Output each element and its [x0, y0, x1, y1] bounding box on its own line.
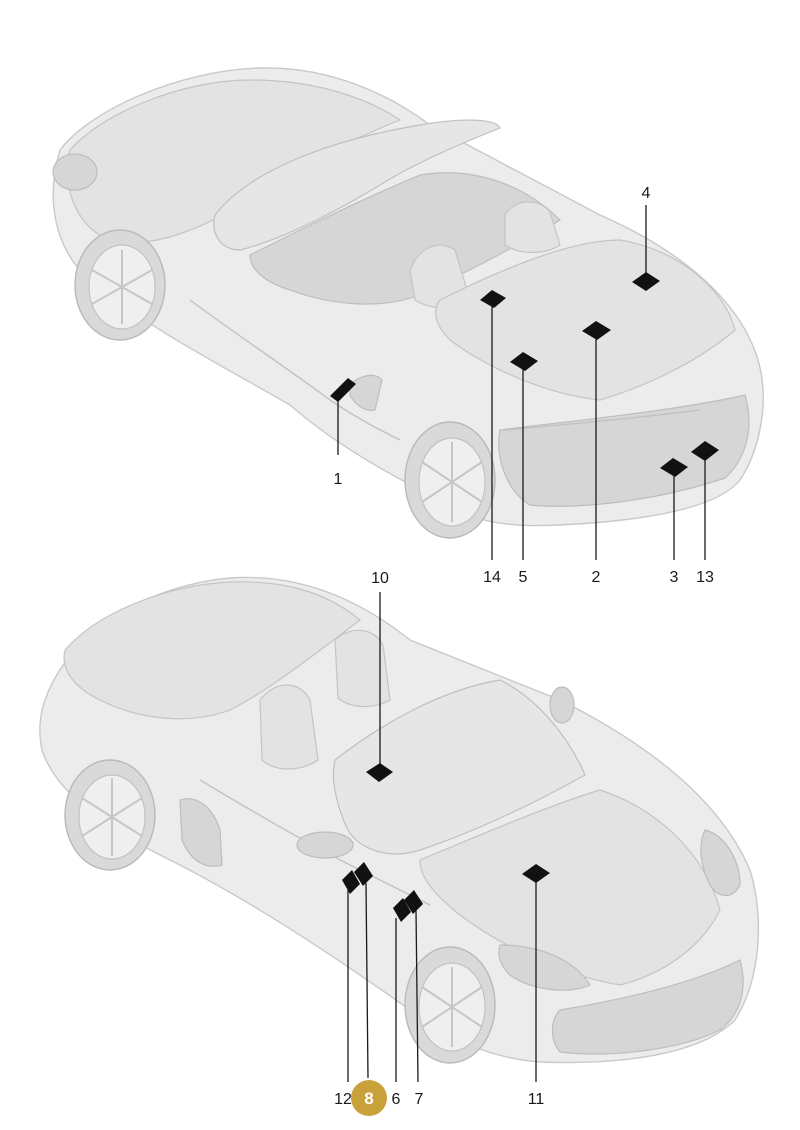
car-front-headlight-right — [700, 829, 741, 897]
callout-label-2: 2 — [592, 569, 601, 586]
callout-label-1: 1 — [334, 471, 343, 488]
marker-1 — [330, 378, 356, 402]
leader-8 — [365, 882, 369, 1079]
car-front-view — [39, 576, 760, 1064]
car-rear-view — [52, 67, 764, 539]
marker-6 — [393, 898, 411, 922]
callout-label-4: 4 — [642, 185, 651, 202]
car-front-mirror-left — [296, 831, 354, 859]
car-front-side-intake — [179, 798, 223, 867]
car-rear-rear-wheel — [404, 421, 496, 539]
car-front-door-line — [199, 779, 431, 906]
bottom-callouts: 10 11 12 8 6 7 — [334, 570, 550, 1116]
marker-14 — [480, 290, 506, 308]
marker-11 — [522, 864, 550, 883]
car-rear-windshield — [213, 119, 501, 251]
car-rear-side-intake — [349, 374, 383, 411]
leader-7 — [415, 909, 419, 1083]
callout-label-11: 11 — [528, 1091, 545, 1108]
car-rear-front-wheel — [74, 229, 166, 341]
car-rear-light-bar — [504, 409, 701, 431]
car-front-windshield — [332, 679, 586, 855]
callout-label-5: 5 — [519, 569, 528, 586]
marker-12 — [342, 870, 360, 894]
car-rear-deck — [435, 239, 736, 401]
car-front-headlight-left — [498, 944, 591, 991]
callout-label-6: 6 — [392, 1091, 401, 1108]
marker-10 — [366, 763, 393, 782]
callout-badge-8 — [351, 1080, 387, 1116]
car-front-mirror-right — [549, 686, 575, 724]
car-rear-seat-right — [504, 201, 561, 254]
marker-2 — [582, 321, 611, 340]
marker-5 — [510, 352, 538, 371]
callout-label-3: 3 — [670, 569, 679, 586]
marker-13 — [691, 441, 719, 461]
car-rear-seat-left — [409, 244, 471, 309]
callout-label-12: 12 — [334, 1091, 352, 1108]
car-rear-headlight — [52, 153, 98, 191]
car-front-seat-right — [334, 629, 391, 708]
marker-7 — [404, 890, 423, 914]
top-callouts: 1 14 5 2 4 3 13 — [330, 185, 719, 586]
car-front-bumper — [551, 959, 744, 1055]
marker-8 — [354, 862, 373, 886]
callout-label-10: 10 — [371, 570, 389, 587]
car-front-seat-left — [259, 684, 319, 770]
car-front-rear-deck — [63, 581, 361, 720]
car-front-front-wheel — [404, 946, 496, 1064]
callout-label-13: 13 — [696, 569, 714, 586]
car-rear-door-line — [189, 299, 401, 441]
callout-label-14: 14 — [483, 569, 501, 586]
marker-4 — [632, 272, 660, 291]
callout-label-8: 8 — [364, 1089, 373, 1108]
car-front-rear-wheel — [64, 759, 156, 871]
callout-label-7: 7 — [415, 1091, 424, 1108]
marker-3 — [660, 458, 688, 477]
car-rear-bumper — [498, 394, 750, 507]
car-front-hood — [419, 789, 721, 986]
